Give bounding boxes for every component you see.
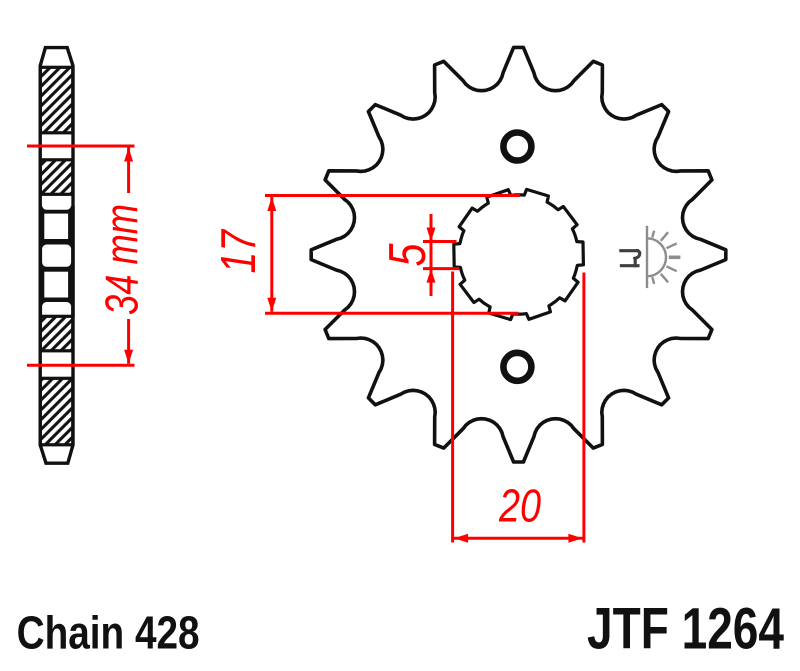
svg-text:5: 5 (379, 243, 437, 267)
svg-text:17: 17 (212, 229, 266, 274)
svg-text:Chain 428: Chain 428 (17, 607, 200, 659)
svg-text:JTF 1264: JTF 1264 (587, 597, 784, 662)
svg-text:20: 20 (498, 480, 541, 532)
svg-text:34 mm: 34 mm (96, 204, 148, 315)
